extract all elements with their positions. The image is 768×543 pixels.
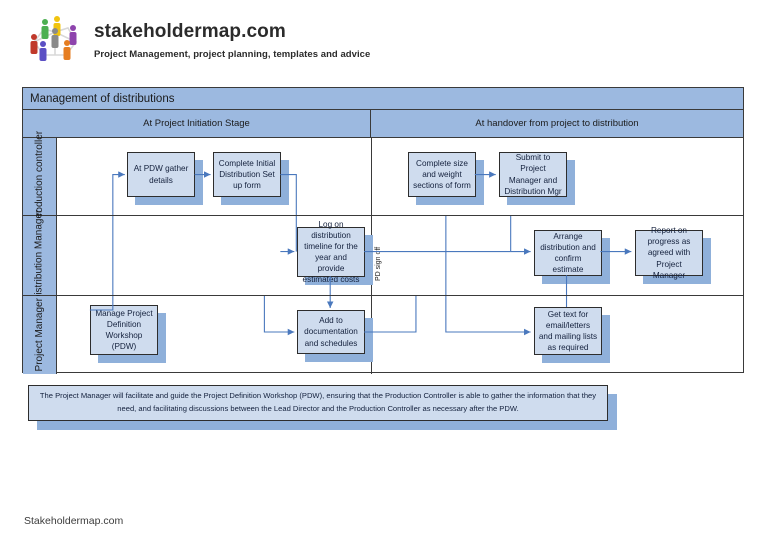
stage-divider — [371, 138, 372, 215]
node-at-pdw-gather-details[interactable]: At PDW gather details — [127, 152, 203, 205]
stage-header-initiation: At Project Initiation Stage — [23, 110, 371, 137]
node-complete-size-weight-sections[interactable]: Complete size and weight sections of for… — [408, 152, 484, 205]
node-label: Arrange distribution and confirm estimat… — [534, 230, 602, 276]
node-label: Manage Project Definition Workshop (PDW) — [90, 305, 158, 355]
lane-label-project-manager: Project Manager — [23, 296, 57, 374]
lane-label-production-controller: Production controller — [23, 131, 57, 222]
node-log-on-distribution-timeline[interactable]: Log on distribution timeline for the yea… — [297, 220, 373, 285]
stage-header-row: At Project Initiation Stage At handover … — [23, 110, 743, 138]
lane-body-distribution-manager: PD sign off Log on distribution timeline… — [57, 216, 743, 295]
diagram-title: Management of distributions — [23, 88, 743, 110]
node-label: Complete Initial Distribution Set up for… — [213, 152, 281, 197]
node-manage-project-definition-workshop[interactable]: Manage Project Definition Workshop (PDW) — [90, 305, 166, 363]
lane-container: Production controller At PDW gather deta… — [23, 131, 743, 374]
lane-body-production-controller: At PDW gather details Complete Initial D… — [57, 138, 743, 215]
brand-title: stakeholdermap.com — [94, 21, 286, 42]
footer-text: Stakeholdermap.com — [24, 515, 124, 527]
node-label: Add to documentation and schedules — [297, 310, 365, 354]
node-arrange-distribution-confirm-estimate[interactable]: Arrange distribution and confirm estimat… — [534, 230, 610, 284]
lane-distribution-manager: Distribution Manager PD sign off Log on … — [23, 209, 743, 302]
brand-tagline: Project Management, project planning, te… — [94, 49, 371, 60]
stage-header-handover: At handover from project to distribution — [475, 117, 639, 129]
site-header: stakeholdermap.com Project Management, p… — [24, 10, 444, 68]
lane-label-distribution-manager: Distribution Manager — [23, 209, 57, 302]
swimlane-diagram: Management of distributions At Project I… — [22, 87, 744, 374]
note-text: The Project Manager will facilitate and … — [28, 385, 608, 421]
node-label: Get text for email/letters and mailing l… — [534, 307, 602, 355]
pd-sign-off-label: PD sign off — [375, 245, 382, 282]
node-label: Report on progress as agreed with Projec… — [635, 226, 703, 280]
node-label: Log on distribution timeline for the yea… — [297, 220, 365, 284]
lane-label-text: Production controller — [33, 130, 45, 223]
node-add-to-documentation-and-schedules[interactable]: Add to documentation and schedules — [297, 310, 373, 362]
node-get-text-for-email-letters[interactable]: Get text for email/letters and mailing l… — [534, 307, 610, 363]
lane-body-project-manager: Manage Project Definition Workshop (PDW)… — [57, 296, 743, 374]
lane-project-manager: Project Manager Manage Project Definitio… — [23, 296, 743, 374]
lane-label-text: Distribution Manager — [33, 209, 45, 302]
node-complete-initial-distribution-form[interactable]: Complete Initial Distribution Set up for… — [213, 152, 289, 205]
node-report-on-progress[interactable]: Report on progress as agreed with Projec… — [635, 226, 711, 284]
lane-label-text: Project Manager — [33, 298, 45, 372]
node-label: Complete size and weight sections of for… — [408, 152, 476, 197]
node-label: Submit to Project Manager and Distributi… — [499, 152, 567, 197]
lane-production-controller: Production controller At PDW gather deta… — [23, 131, 743, 222]
people-network-icon — [24, 12, 86, 66]
node-label: At PDW gather details — [127, 152, 195, 197]
node-submit-to-pm-and-distribution-mgr[interactable]: Submit to Project Manager and Distributi… — [499, 152, 575, 205]
note-callout: The Project Manager will facilitate and … — [28, 385, 617, 430]
